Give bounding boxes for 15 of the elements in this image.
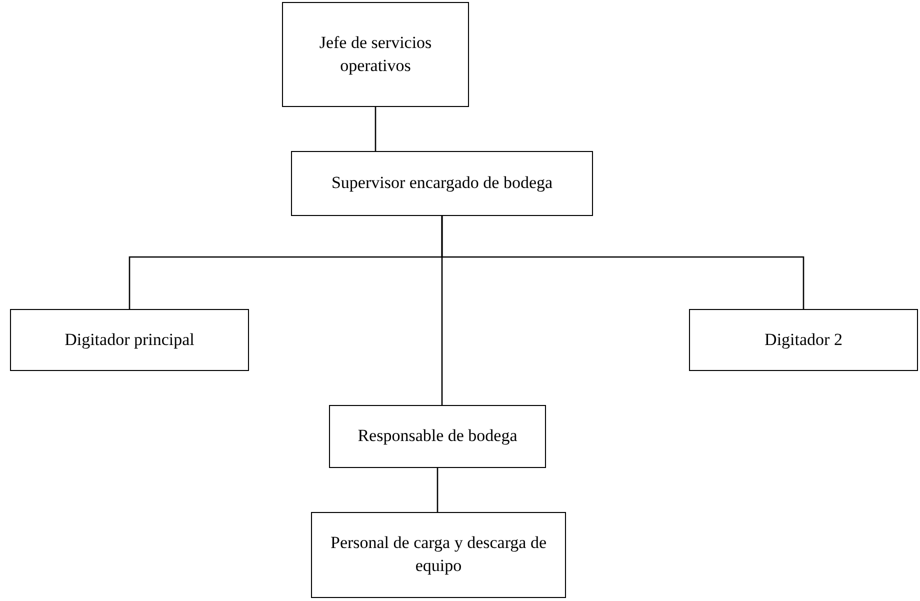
org-box [689, 309, 918, 371]
role-label: Digitador 2 [764, 328, 842, 351]
org-box [282, 2, 469, 107]
org-box [311, 512, 566, 598]
role-label: Supervisor encargado de bodega [331, 172, 553, 194]
role-label: Jefe de servicios operativos [318, 32, 433, 77]
org-box [10, 309, 249, 371]
org-box [291, 151, 593, 216]
role-label: Personal de carga y descarga de equipo [329, 532, 548, 577]
connector-line [374, 107, 376, 151]
role-label: Digitador principal [64, 328, 194, 351]
connector-line [441, 216, 443, 405]
org-box [329, 405, 546, 468]
connector-line [436, 468, 438, 512]
role-label: Responsable de bodega [358, 425, 518, 448]
